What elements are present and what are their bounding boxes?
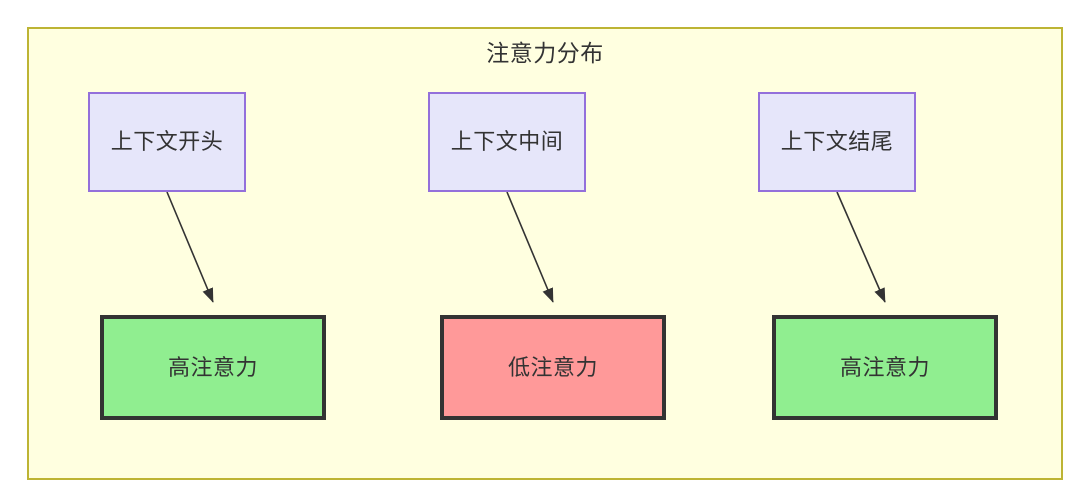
- subgraph-title: 注意力分布: [486, 40, 604, 66]
- node-low-attention-middle-label: 低注意力: [507, 354, 598, 380]
- node-context-start[interactable]: 上下文开头: [88, 92, 246, 192]
- node-context-middle[interactable]: 上下文中间: [428, 92, 586, 192]
- node-high-attention-start-label: 高注意力: [167, 354, 258, 380]
- node-context-end-label: 上下文结尾: [780, 129, 894, 154]
- node-high-attention-end-label: 高注意力: [839, 354, 930, 380]
- node-context-middle-label: 上下文中间: [450, 129, 564, 154]
- node-high-attention-start[interactable]: 高注意力: [100, 315, 326, 420]
- node-low-attention-middle[interactable]: 低注意力: [440, 315, 666, 420]
- node-context-end[interactable]: 上下文结尾: [758, 92, 916, 192]
- node-high-attention-end[interactable]: 高注意力: [772, 315, 998, 420]
- node-context-start-label: 上下文开头: [110, 129, 224, 154]
